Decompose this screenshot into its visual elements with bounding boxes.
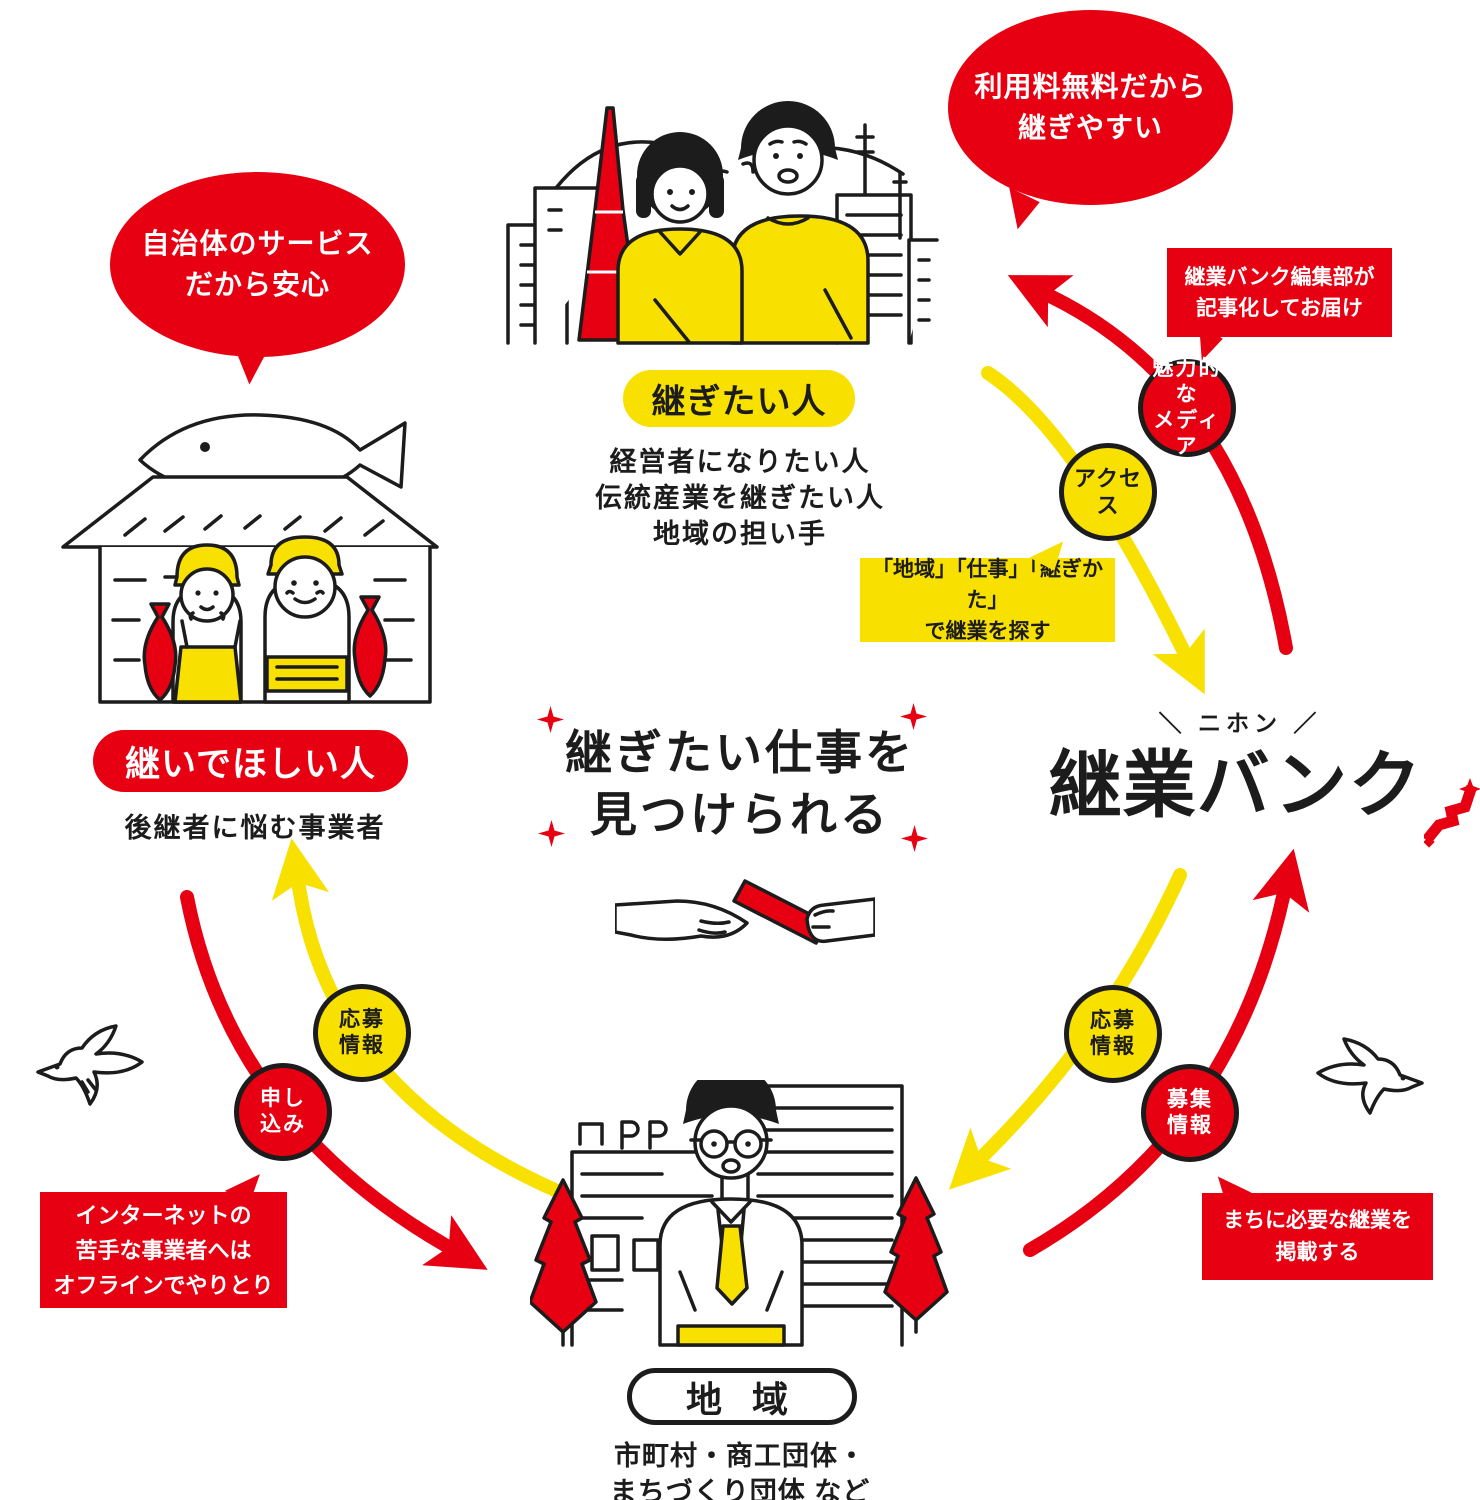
node-application-info-right-text: 応募 情報 [1090, 1008, 1136, 1058]
red-fish-left-icon [142, 602, 178, 702]
red-fish-right-icon [352, 595, 388, 698]
node-recruitment-info-text: 募集 情報 [1167, 1087, 1213, 1137]
successors-illustration [506, 101, 939, 345]
label-region-text: 地 域 [685, 1378, 798, 1420]
successors-description: 経営者になりたい人 伝統産業を継ぎたい人 地域の担い手 [595, 447, 885, 549]
node-apply-text: 申し 込み [260, 1086, 306, 1136]
bird-right-icon [1316, 1037, 1424, 1115]
callout-search: 「地域」「仕事」「継ぎかた」 で継業を探す [860, 558, 1115, 643]
callout-offline: インターネットの 苦手な事業者へは オフラインでやりとり [40, 1192, 287, 1308]
callout-posting: まちに必要な継業を 掲載する [1202, 1193, 1433, 1280]
node-apply: 申し 込み [234, 1063, 332, 1161]
speech-bubble-municipal: 自治体のサービス だから安心 [110, 172, 405, 357]
callout-offline-text: インターネットの 苦手な事業者へは オフラインでやりとり [53, 1202, 274, 1298]
label-owner-text: 継いでほしい人 [125, 744, 376, 784]
baton-handoff-icon [615, 879, 875, 945]
callout-editorial-text: 継業バンク編集部が 記事化してお届け [1184, 265, 1375, 320]
callout-search-text: 「地域」「仕事」「継ぎかた」 で継業を探す [872, 557, 1103, 643]
label-successors: 継ぎたい人 [623, 370, 855, 427]
japan-map-icon [1424, 778, 1480, 848]
callout-editorial: 継業バンク編集部が 記事化してお届け [1167, 248, 1392, 337]
node-access: アクセス [1059, 443, 1157, 541]
logo-title: 継業バンク [1048, 745, 1423, 826]
owner-description: 後継者に悩む事業者 [124, 813, 386, 843]
label-owner: 継いでほしい人 [93, 730, 408, 792]
region-description: 市町村・商工団体・ まちづくり団体 など [609, 1441, 871, 1500]
label-region: 地 域 [627, 1368, 857, 1425]
node-application-info-right: 応募 情報 [1064, 985, 1162, 1083]
region-illustration [530, 1080, 949, 1347]
center-headline: 継ぎたい仕事を 見つけられる [565, 726, 915, 841]
node-access-text: アクセス [1074, 465, 1142, 519]
node-application-info-left-text: 応募 情報 [339, 1007, 385, 1057]
node-media: 魅力的な メディア [1138, 357, 1236, 458]
logo-kana: ＼ ニホン ／ [1158, 710, 1322, 736]
node-application-info-left: 応募 情報 [313, 984, 411, 1082]
owner-illustration [61, 413, 439, 704]
callout-posting-text: まちに必要な継業を 掲載する [1223, 1208, 1412, 1264]
speech-bubble-free-text: 利用料無料だから 継ぎやすい [974, 70, 1207, 143]
speech-bubble-municipal-text: 自治体のサービス だから安心 [141, 227, 374, 300]
speech-bubble-free: 利用料無料だから 継ぎやすい [948, 10, 1233, 205]
label-successors-text: 継ぎたい人 [651, 383, 827, 421]
bird-left-icon [36, 1024, 144, 1106]
node-media-text: 魅力的な メディア [1152, 356, 1222, 459]
node-recruitment-info: 募集 情報 [1141, 1064, 1239, 1162]
necktie-icon [715, 1224, 749, 1306]
